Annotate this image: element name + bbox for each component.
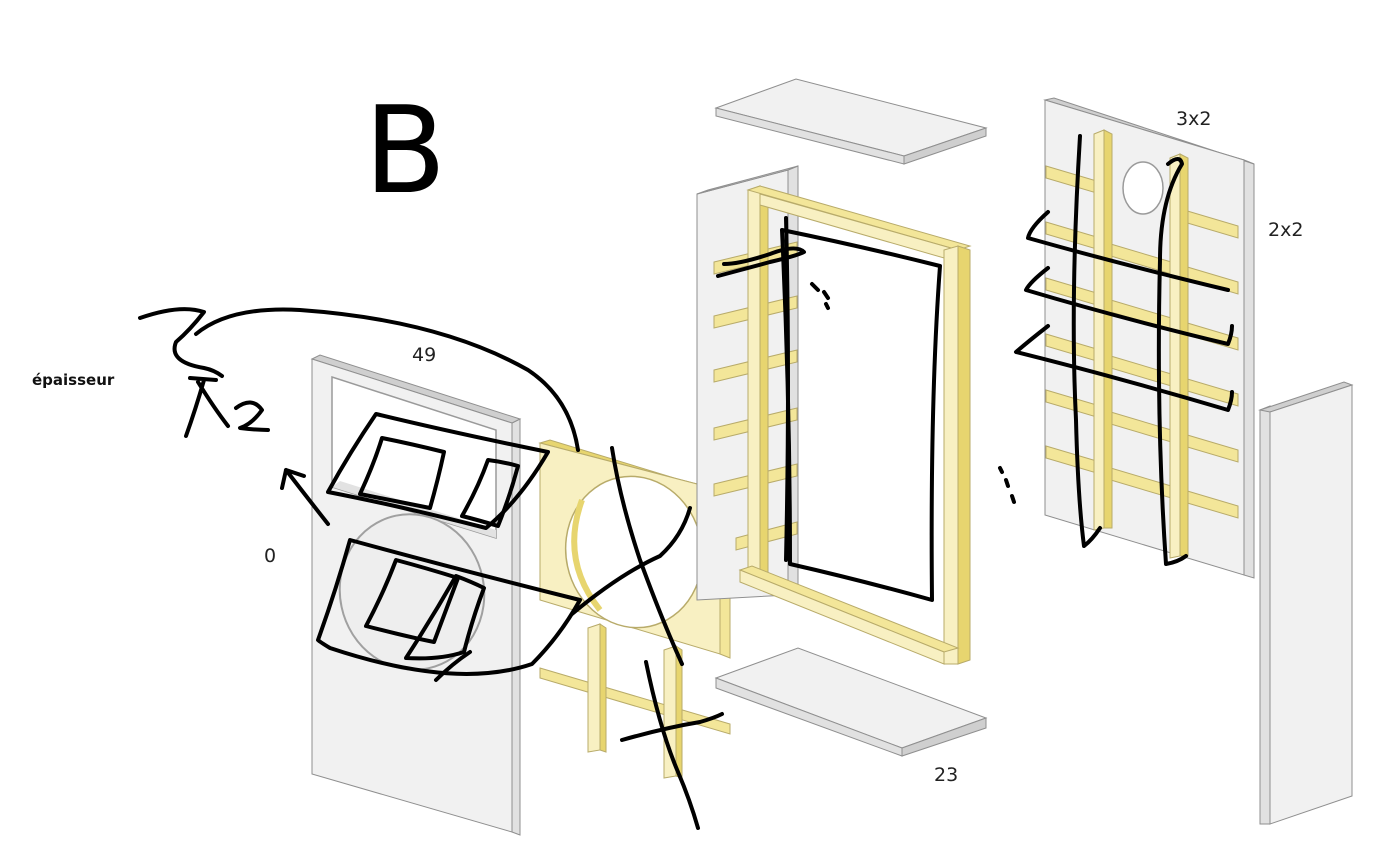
section-letter-b: B [364,82,447,221]
back-panel [1043,97,1255,579]
dimension-3x2: 3x2 [1176,108,1212,130]
right-side-panel [1258,381,1354,825]
thickness-label: épaisseur [32,371,115,389]
top-plate [714,78,988,165]
back-panel-port-hole [1122,161,1164,215]
front-baffle-panel [310,354,522,836]
dimension-49: 49 [412,344,437,366]
dimension-23: 23 [934,764,959,786]
bottom-plate [714,647,988,757]
dimension-0: 0 [264,545,277,567]
inner-wood-frame [738,185,972,665]
dimension-2x2: 2x2 [1268,219,1304,241]
hand-drawn-annotations [138,134,1234,830]
